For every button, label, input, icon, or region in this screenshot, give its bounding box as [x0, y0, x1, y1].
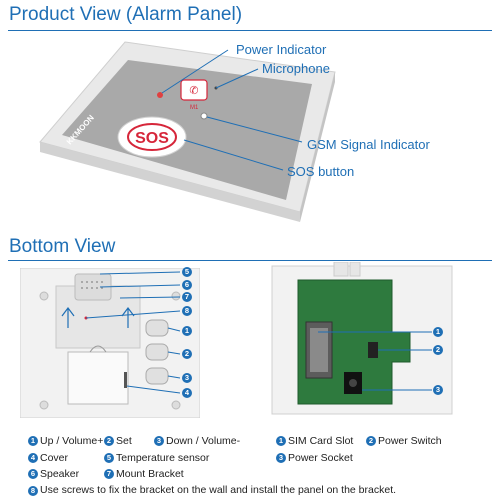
- callout-gsm-indicator: GSM Signal Indicator: [307, 137, 430, 152]
- leader-8: [85, 310, 181, 319]
- hinge: [333, 262, 349, 277]
- bottom-view-left-illustration: [20, 268, 200, 418]
- callout-power-indicator: Power Indicator: [236, 42, 327, 57]
- left-marker-1: 1: [182, 326, 194, 336]
- down-button: [145, 367, 169, 385]
- cover-latch: [124, 372, 127, 388]
- screw-hole: [39, 400, 49, 410]
- left-marker-8: 8: [182, 306, 194, 316]
- bottom-title-underline: [8, 260, 492, 261]
- leader-power: [161, 49, 229, 94]
- m1-button: [180, 79, 208, 101]
- screw-hole: [171, 291, 181, 301]
- screw-hole: [171, 400, 181, 410]
- right-marker-2: 2: [433, 345, 445, 355]
- right-marker-1: 1: [433, 327, 445, 337]
- left-marker-6: 6: [182, 280, 194, 290]
- leader-3: [167, 375, 181, 379]
- sim-contacts: [310, 328, 328, 372]
- left-marker-5: 5: [182, 267, 194, 277]
- hinge: [349, 262, 361, 277]
- left-marker-2: 2: [182, 349, 194, 359]
- leader-gsm: [206, 116, 303, 143]
- left-marker-7: 7: [182, 292, 194, 302]
- leader-4: [126, 385, 181, 394]
- leader-1: [167, 327, 181, 332]
- leader-6: [99, 284, 181, 288]
- leader-7: [119, 296, 181, 299]
- left-marker-4: 4: [182, 388, 194, 398]
- leader-2: [167, 351, 181, 355]
- bottom-view-right-illustration: [271, 262, 453, 415]
- left-marker-3: 3: [182, 373, 194, 383]
- gsm-indicator-led: [200, 112, 208, 120]
- device-side: [40, 142, 300, 222]
- arrow-up-icon: [61, 307, 75, 328]
- arrow-up-icon: [121, 307, 135, 328]
- battery-cover: [67, 351, 129, 405]
- leader-sos: [183, 139, 284, 171]
- power-indicator-led: [157, 92, 163, 98]
- set-button: [145, 343, 169, 361]
- right-marker-3: 3: [433, 385, 445, 395]
- sos-text: SOS: [135, 130, 169, 147]
- face-panel: [62, 60, 312, 200]
- m1-label: M1: [190, 105, 199, 111]
- title-underline: [8, 30, 492, 31]
- phone-icon: ✆: [189, 84, 198, 97]
- alarm-panel-illustration: ✆ M1 SOS KKMOON: [39, 41, 336, 222]
- up-button: [145, 319, 169, 337]
- leader-microphone: [215, 68, 259, 89]
- screw-hole: [39, 291, 49, 301]
- product-view-title: Product View (Alarm Panel): [9, 4, 243, 25]
- sos-ring: [127, 123, 177, 151]
- power-switch: [368, 342, 378, 358]
- bottom-view-title: Bottom View: [9, 236, 116, 257]
- device-edge: [300, 72, 335, 222]
- cover-hook: [89, 345, 107, 353]
- callout-sos-button: SOS button: [287, 164, 355, 179]
- leader-5: [99, 271, 181, 275]
- socket-hole: [349, 379, 357, 387]
- callout-microphone: Microphone: [262, 61, 330, 76]
